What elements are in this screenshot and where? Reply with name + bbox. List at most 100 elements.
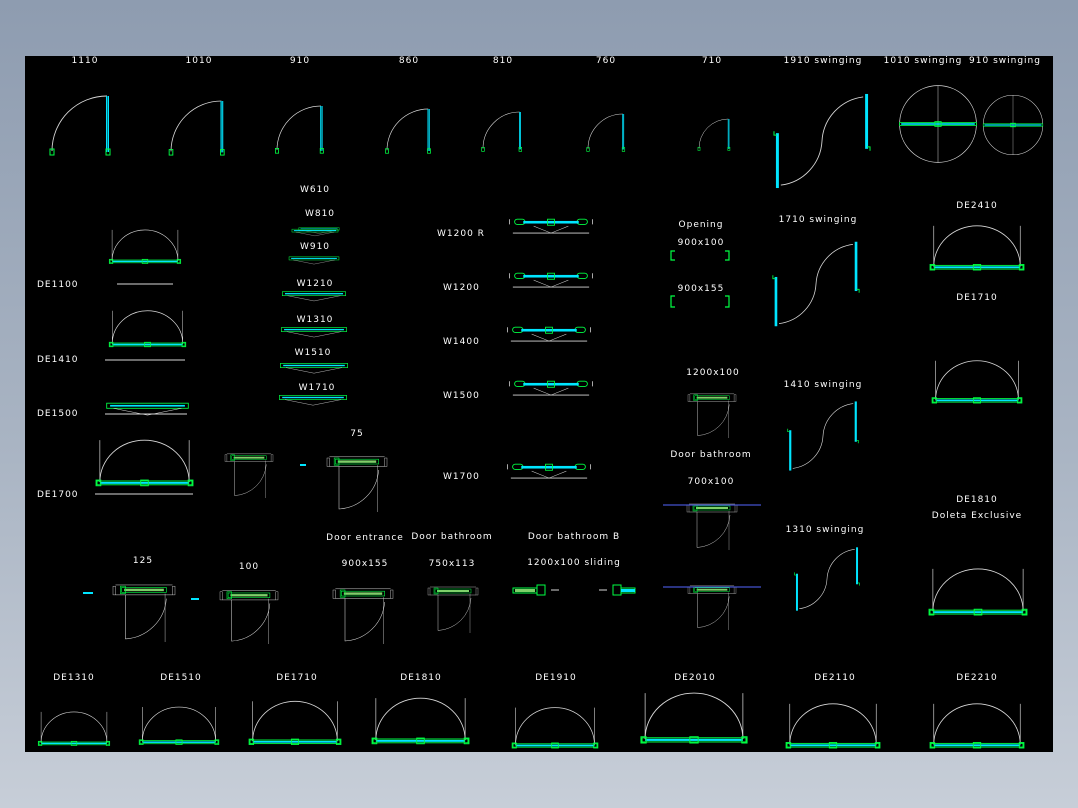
label-de1410: DE1410 xyxy=(37,355,79,365)
door-1200x100-symbol[interactable] xyxy=(687,393,737,439)
swing-1010-symbol[interactable] xyxy=(899,85,977,163)
label-de2110: DE2110 xyxy=(814,673,856,683)
label-de1700: DE1700 xyxy=(37,490,79,500)
label-910-swinging: 910 swinging xyxy=(969,56,1041,66)
door-symbols-drawing xyxy=(37,85,1044,749)
w1200-symbol[interactable] xyxy=(508,272,594,288)
swing-1310-symbol[interactable] xyxy=(794,546,860,612)
de1510-symbol[interactable] xyxy=(138,706,220,745)
w1400-symbol[interactable] xyxy=(506,326,592,342)
door-125-symbol[interactable] xyxy=(112,584,176,643)
label-900x155: 900x155 xyxy=(677,284,725,294)
label-710: 710 xyxy=(701,56,723,66)
de2410-symbol[interactable] xyxy=(929,225,1025,271)
label-700x100: 700x100 xyxy=(687,477,735,487)
door-1010-symbol[interactable] xyxy=(168,100,225,156)
label-de1100: DE1100 xyxy=(37,280,79,290)
w1510-symbol[interactable] xyxy=(279,362,349,374)
label-w1400: W1400 xyxy=(443,337,480,347)
label-opening: Opening xyxy=(678,220,724,230)
label-door-bathroom: Door bathroom xyxy=(411,532,493,542)
label-1910-swinging: 1910 swinging xyxy=(783,56,863,66)
door-75-symbol[interactable] xyxy=(326,456,388,513)
label-w610: W610 xyxy=(299,185,331,195)
de1710-right-symbol[interactable] xyxy=(931,360,1023,404)
label-1110: 1110 xyxy=(71,56,99,66)
label-de2210: DE2210 xyxy=(956,673,998,683)
label-de1710-right: DE1710 xyxy=(956,293,998,303)
label-de1810: DE1810 xyxy=(400,673,442,683)
door-700x100-symbol[interactable] xyxy=(686,503,738,551)
label-de2410: DE2410 xyxy=(956,201,998,211)
door-910-symbol[interactable] xyxy=(274,105,324,154)
label-1200x100: 1200x100 xyxy=(686,368,740,378)
de1500-symbol[interactable] xyxy=(106,402,189,416)
label-w1200: W1200 xyxy=(443,283,480,293)
door-710-symbol[interactable] xyxy=(697,118,731,151)
door-75-left-symbol[interactable] xyxy=(224,453,274,499)
label-door-bathroom-right: Door bathroom xyxy=(670,450,752,460)
door-1110-symbol[interactable] xyxy=(49,95,111,156)
swing-1410-symbol[interactable] xyxy=(787,401,859,471)
de1710-symbol[interactable] xyxy=(248,700,342,746)
w810-symbol[interactable] xyxy=(291,228,339,237)
label-910: 910 xyxy=(289,56,311,66)
door-760-symbol[interactable] xyxy=(586,113,626,152)
label-de1710: DE1710 xyxy=(276,673,318,683)
w1210-symbol[interactable] xyxy=(281,291,347,302)
door-sliding-symbol[interactable] xyxy=(687,585,737,631)
label-w910: W910 xyxy=(299,242,331,252)
label-125: 125 xyxy=(132,556,154,566)
label-1010: 1010 xyxy=(185,56,213,66)
label-1200x100-sliding: 1200x100 sliding xyxy=(527,558,621,568)
door-entrance-symbol[interactable] xyxy=(332,588,394,645)
label-de1910: DE1910 xyxy=(535,673,577,683)
w1500-symbol[interactable] xyxy=(508,380,594,396)
de1810-symbol[interactable] xyxy=(371,697,470,745)
label-w1510: W1510 xyxy=(294,348,332,358)
label-door-bathroom-b: Door bathroom B xyxy=(527,532,621,542)
label-900x155-entrance: 900x155 xyxy=(341,559,389,569)
label-810: 810 xyxy=(492,56,514,66)
label-de1810-right: DE1810 xyxy=(956,495,998,505)
label-w1310: W1310 xyxy=(296,315,334,325)
door-bathroom-750-symbol[interactable] xyxy=(427,586,479,634)
label-1410-swinging: 1410 swinging xyxy=(783,380,863,390)
label-1010-swinging: 1010 swinging xyxy=(883,56,963,66)
door-100-symbol[interactable] xyxy=(219,590,279,645)
swing-1710-symbol[interactable] xyxy=(772,241,860,327)
label-w1710: W1710 xyxy=(298,383,336,393)
w1710-symbol[interactable] xyxy=(278,394,348,406)
de1910-symbol[interactable] xyxy=(511,707,599,749)
label-860: 860 xyxy=(398,56,420,66)
w910-symbol[interactable] xyxy=(288,256,340,265)
label-1710-swinging: 1710 swinging xyxy=(778,215,858,225)
swing-910-symbol[interactable] xyxy=(982,94,1044,156)
label-760: 760 xyxy=(595,56,617,66)
swing-1910-symbol[interactable] xyxy=(773,93,871,189)
label-75: 75 xyxy=(350,429,364,439)
de2210-symbol[interactable] xyxy=(929,703,1025,749)
w1310-symbol[interactable] xyxy=(281,327,347,338)
label-900x100: 900x100 xyxy=(677,238,725,248)
label-1310-swinging: 1310 swinging xyxy=(785,525,865,535)
w1700-symbol[interactable] xyxy=(506,463,592,479)
de2110-symbol[interactable] xyxy=(785,703,881,749)
label-w1210: W1210 xyxy=(296,279,334,289)
label-de1310: DE1310 xyxy=(53,673,95,683)
cad-drawing-canvas[interactable]: 1110 1010 910 860 810 760 710 1910 swing… xyxy=(25,56,1053,752)
de1700-symbol[interactable] xyxy=(95,439,194,487)
de1810-right-symbol[interactable] xyxy=(928,568,1028,616)
door-860-symbol[interactable] xyxy=(385,108,431,154)
opening-900x100-symbol[interactable] xyxy=(670,250,730,308)
label-doleta-exclusive: Doleta Exclusive xyxy=(931,511,1023,521)
de1310-symbol[interactable] xyxy=(37,711,111,746)
label-de2010: DE2010 xyxy=(674,673,716,683)
de1100-symbol[interactable] xyxy=(108,229,182,265)
door-810-symbol[interactable] xyxy=(481,111,523,152)
label-w810: W810 xyxy=(304,209,336,219)
label-de1510: DE1510 xyxy=(160,673,202,683)
de2010-symbol[interactable] xyxy=(640,692,748,744)
w1200r-symbol[interactable] xyxy=(508,218,594,234)
de1410-symbol[interactable] xyxy=(108,310,187,348)
